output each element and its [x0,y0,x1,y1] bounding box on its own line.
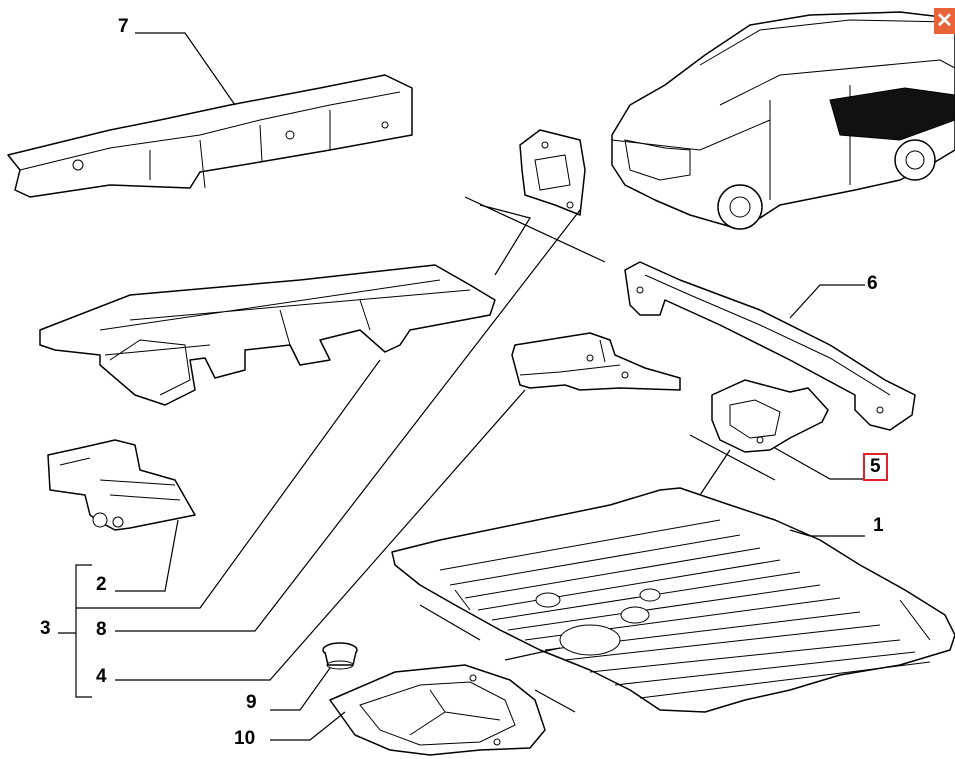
part-2-bracket[interactable] [47,439,196,531]
callout-8[interactable]: 8 [96,619,107,640]
callout-6[interactable]: 6 [867,273,878,294]
part-5-reinforcement[interactable] [711,379,829,453]
part-7-rail[interactable] [7,74,413,198]
part-9-plug[interactable] [322,642,358,670]
part-1-floor[interactable] [391,487,955,713]
part-6-crossmember[interactable] [624,261,916,431]
callout-4[interactable]: 4 [96,666,107,687]
callout-1[interactable]: 1 [873,515,884,536]
part-4-bracket[interactable] [511,332,681,391]
vehicle-illustration [611,11,955,230]
close-icon[interactable]: ✕ [934,8,955,34]
callout-3[interactable]: 3 [40,618,51,639]
callout-5-highlighted[interactable]: 5 [863,453,888,481]
callout-2[interactable]: 2 [96,574,107,595]
callout-9[interactable]: 9 [246,692,257,713]
bracket-top[interactable] [519,129,586,216]
part-8-frame[interactable] [39,264,496,406]
part-10-plate[interactable] [329,664,546,756]
callout-7[interactable]: 7 [118,16,129,37]
callout-10[interactable]: 10 [234,728,256,749]
leader-lines [58,32,865,741]
